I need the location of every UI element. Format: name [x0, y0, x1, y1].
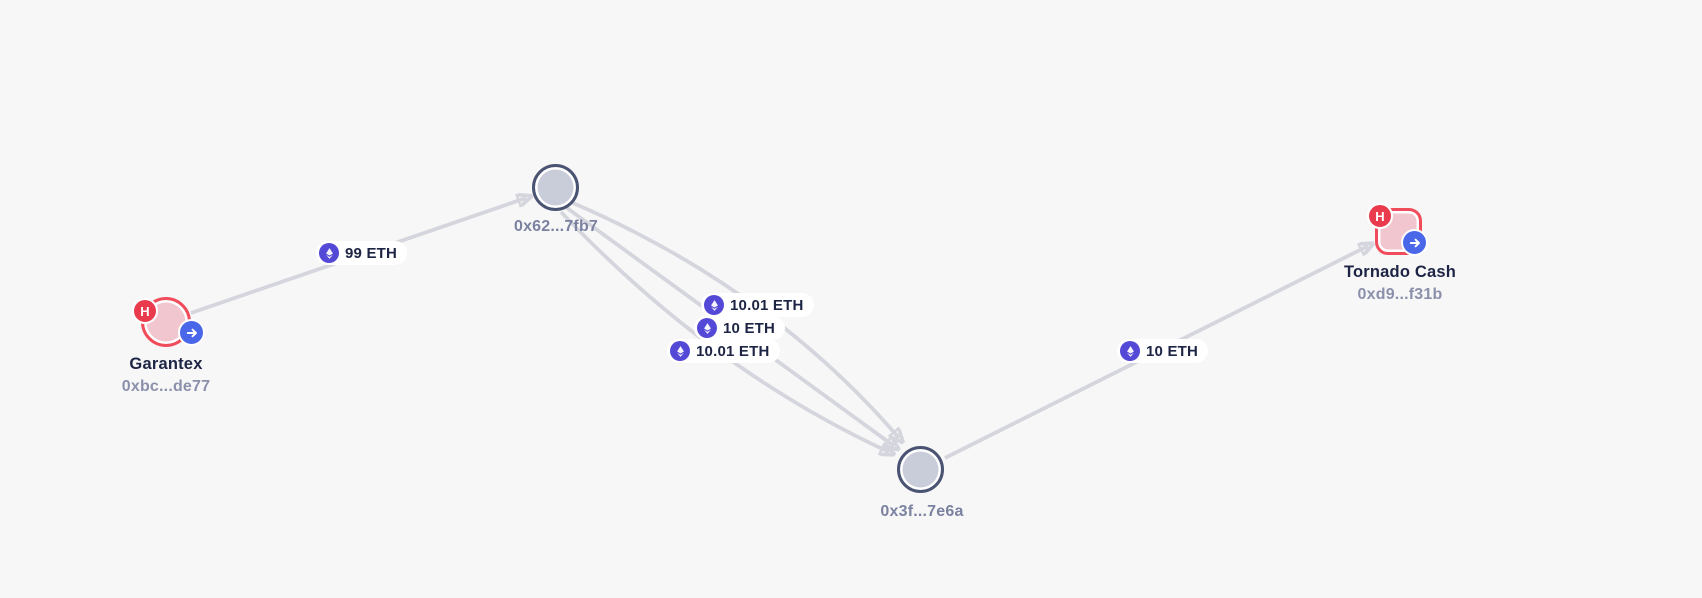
outflow-arrow-icon	[178, 319, 205, 346]
eth-icon	[319, 243, 339, 263]
node-0x62[interactable]	[532, 164, 579, 211]
eth-icon	[670, 341, 690, 361]
node-tornado-labels: Tornado Cash 0xd9...f31b	[1344, 263, 1456, 304]
edge-amount-label: 10 ETH	[723, 319, 776, 337]
edge-amount-pill[interactable]: 10.01 ETH	[667, 339, 780, 363]
entity-address: 0xd9...f31b	[1357, 286, 1443, 303]
node-0x3f-label: 0x3f...7e6a	[880, 503, 964, 520]
eth-icon	[697, 318, 717, 338]
entity-name: Tornado Cash	[1343, 263, 1457, 281]
hacked-badge: H	[1367, 203, 1393, 229]
eth-icon	[704, 295, 724, 315]
edge-amount-pill[interactable]: 10.01 ETH	[701, 293, 814, 317]
edge-amount-label: 10.01 ETH	[730, 296, 804, 314]
eth-icon	[1120, 341, 1140, 361]
edge-amount-pill[interactable]: 10 ETH	[694, 316, 786, 340]
entity-address: 0xbc...de77	[121, 378, 211, 395]
edge-amount-pill[interactable]: 10 ETH	[1117, 339, 1209, 363]
node-tornado-cash[interactable]: H	[1367, 203, 1428, 256]
outflow-arrow-icon	[1401, 229, 1428, 256]
edge-amount-label: 99 ETH	[345, 244, 398, 262]
entity-name: Garantex	[129, 355, 203, 373]
edge-amount-label: 10 ETH	[1146, 342, 1199, 360]
edge-amount-label: 10.01 ETH	[696, 342, 770, 360]
node-0x3f[interactable]	[897, 446, 944, 493]
edge-amount-pill[interactable]: 99 ETH	[316, 241, 408, 265]
node-garantex[interactable]: H	[132, 297, 205, 347]
node-garantex-labels: Garantex 0xbc...de77	[122, 355, 210, 396]
node-0x62-label: 0x62...7fb7	[513, 218, 599, 235]
hacked-badge: H	[132, 298, 158, 324]
